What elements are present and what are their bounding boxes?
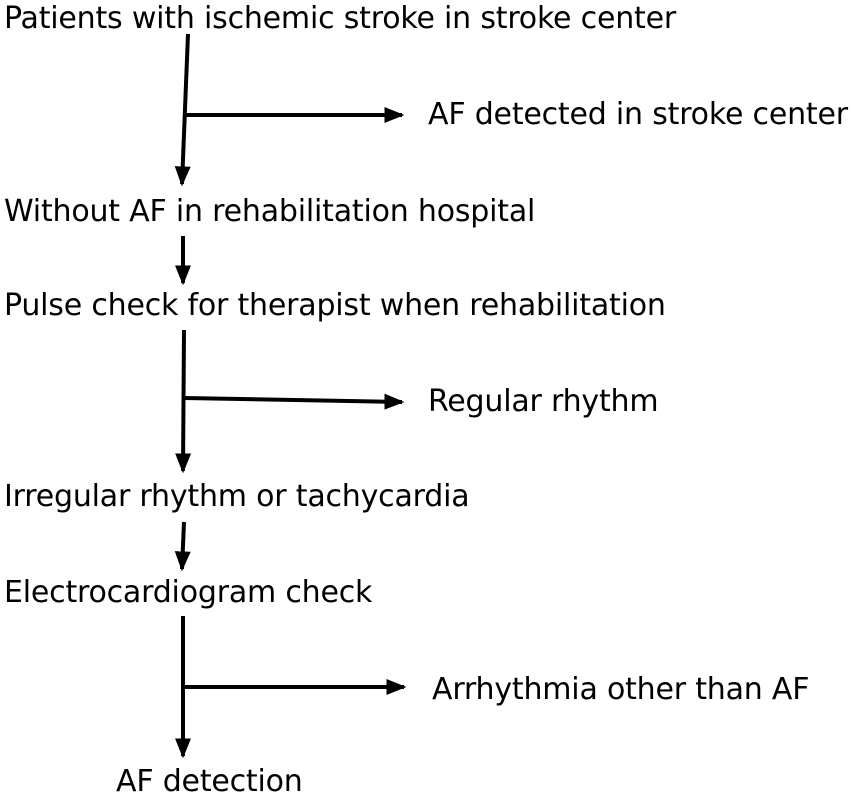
arrow-pulse-check-to-regular-rhythm [183,393,405,410]
node-regular-rhythm: Regular rhythm [428,384,659,419]
node-without-af-rehab-hospital: Without AF in rehabilitation hospital [4,194,536,229]
arrow-pulse-check-to-irregular [175,329,192,474]
arrow-patients-to-without-af [174,33,191,187]
node-af-detection: AF detection [116,764,303,799]
node-pulse-check: Pulse check for therapist when rehabilit… [4,288,666,323]
node-irregular-rhythm-tachycardia: Irregular rhythm or tachycardia [4,479,470,514]
arrow-irregular-to-ecg-check [174,521,191,572]
node-af-detected-stroke-center: AF detected in stroke center [428,97,848,132]
node-patients-ischemic-stroke: Patients with ischemic stroke in stroke … [4,1,676,36]
node-electrocardiogram-check: Electrocardiogram check [4,575,373,610]
node-arrhythmia-other-than-af: Arrhythmia other than AF [432,672,810,707]
